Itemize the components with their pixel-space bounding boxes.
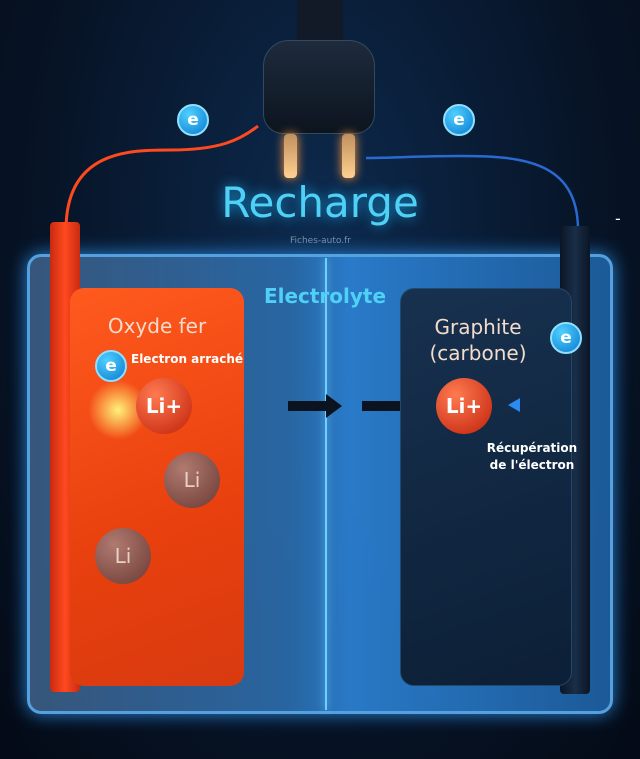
charger-cable: [297, 0, 343, 44]
wire-negative: [365, 154, 580, 231]
anode-label: Graphite (carbone): [412, 314, 544, 366]
plug-pin-left: [284, 134, 297, 178]
electron-icon: e: [177, 104, 209, 136]
note-line2: de l'électron: [489, 458, 575, 472]
lithium-atom: Li: [95, 528, 151, 584]
note-line1: Récupération: [486, 441, 578, 455]
ion-flow-arrow: [362, 401, 410, 411]
watermark: Fiches-auto.fr: [290, 236, 351, 246]
electrolyte-label: Electrolyte: [263, 284, 387, 308]
anode-label-line2: (carbone): [429, 341, 527, 365]
electron-icon: e: [550, 322, 582, 354]
ion-flow-arrow: [288, 401, 328, 411]
separator: [325, 258, 327, 710]
wire-positive: [64, 124, 259, 231]
electron-removed-note: Electron arraché: [131, 352, 244, 366]
lithium-ion: Li+: [136, 378, 192, 434]
electron-icon: e: [443, 104, 475, 136]
cathode-label: Oxyde fer: [107, 314, 207, 338]
lithium-atom: Li: [164, 452, 220, 508]
anode-label-line1: Graphite: [434, 315, 522, 339]
anode-electrode: [400, 288, 572, 686]
plug-pin-right: [342, 134, 355, 178]
electron-recovery-note: Récupération de l'électron: [478, 440, 586, 474]
lithium-ion: Li+: [436, 378, 492, 434]
arrowhead-icon: [326, 394, 342, 418]
arrowhead-icon: [508, 398, 520, 412]
charger-plug: [263, 40, 375, 134]
negative-terminal-mark: -: [615, 209, 621, 228]
page-title: Recharge: [221, 178, 419, 227]
electron-icon: e: [95, 350, 127, 382]
